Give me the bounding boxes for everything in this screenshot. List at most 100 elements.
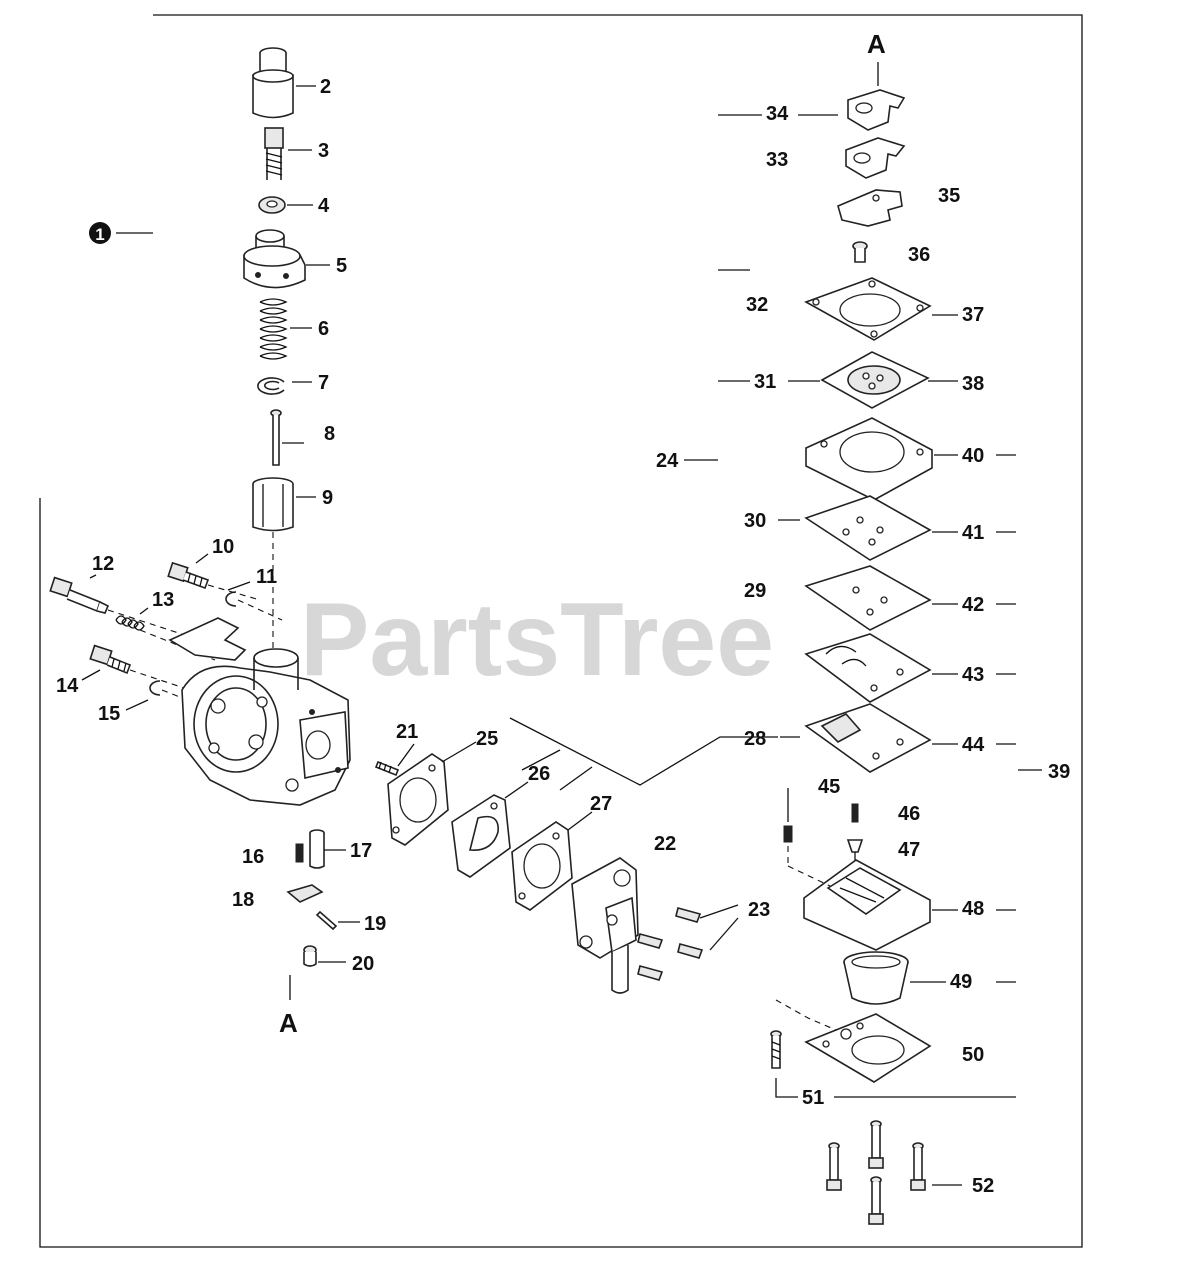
watermark: PartsTree TM — [300, 582, 872, 698]
assembly-marker: 1 — [89, 222, 111, 244]
part-41-gasket — [804, 495, 932, 561]
callout-31: 31 — [754, 371, 776, 393]
part-40-cover — [805, 417, 933, 501]
callout-29: 29 — [744, 580, 766, 602]
part-23-screws — [637, 907, 704, 981]
part-4-nut — [258, 196, 286, 214]
callout-23: 23 — [748, 899, 770, 921]
callout-38: 38 — [962, 373, 984, 395]
part-5-housing — [243, 229, 306, 289]
callout-45: 45 — [818, 776, 840, 798]
callout-50: 50 — [962, 1044, 984, 1066]
callout-8: 8 — [324, 423, 335, 445]
callout-49: 49 — [950, 971, 972, 993]
callout-9: 9 — [322, 487, 333, 509]
callout-26: 26 — [528, 763, 550, 785]
callout-10: 10 — [212, 536, 234, 558]
left-stack-leaders — [116, 85, 330, 498]
callout-39: 39 — [1048, 761, 1070, 783]
part-48-pump-body — [787, 859, 931, 951]
callout-20: 20 — [352, 953, 374, 975]
part-26-diaphragm — [451, 794, 511, 878]
callout-22: 22 — [654, 833, 676, 855]
callout-43: 43 — [962, 664, 984, 686]
part-47-needle — [846, 839, 864, 860]
part-37-gasket — [804, 277, 932, 341]
callout-18: 18 — [232, 889, 254, 911]
part-46-pin — [851, 803, 859, 823]
callout-16: 16 — [242, 846, 264, 868]
part-7-clip — [257, 377, 285, 395]
left-small-leaders — [81, 553, 251, 711]
part-51-screw — [770, 999, 1016, 1098]
assembly-callout-1: 1 — [95, 225, 104, 244]
part-33-plate — [845, 137, 906, 179]
callout-30: 30 — [744, 510, 766, 532]
part-6-spring — [259, 298, 288, 360]
callout-41: 41 — [962, 522, 984, 544]
part-22-pump-cover — [571, 857, 639, 994]
part-38-diaphragm — [820, 351, 930, 409]
section-marks: A A — [279, 29, 886, 1038]
callout-36: 36 — [908, 244, 930, 266]
part-14-screw — [89, 644, 132, 675]
callout-4: 4 — [318, 195, 330, 217]
callout-5: 5 — [336, 255, 347, 277]
callout-35: 35 — [938, 185, 960, 207]
part-19-pin — [315, 910, 338, 931]
part-8-needle — [270, 409, 282, 466]
part-12-screw — [49, 576, 110, 614]
callout-7: 7 — [318, 372, 329, 394]
part-52-screws — [826, 1120, 926, 1225]
callout-51: 51 — [802, 1087, 824, 1109]
callout-3: 3 — [318, 140, 329, 162]
part-16-pin — [295, 843, 304, 863]
part-18-lever — [286, 884, 324, 903]
callout-34: 34 — [766, 103, 789, 125]
callout-48: 48 — [962, 898, 984, 920]
part-11-clip — [225, 591, 237, 607]
part-34-plate — [847, 89, 906, 131]
callout-24: 24 — [656, 450, 679, 472]
section-mark-bottom: A — [279, 1008, 298, 1038]
callout-13: 13 — [152, 589, 174, 611]
callout-12: 12 — [92, 553, 114, 575]
part-50-retainer — [804, 1013, 932, 1083]
callout-28: 28 — [744, 728, 766, 750]
callout-25: 25 — [476, 728, 498, 750]
callout-19: 19 — [364, 913, 386, 935]
section-mark-top: A — [867, 29, 886, 59]
callout-42: 42 — [962, 594, 984, 616]
part-10-screw — [167, 561, 210, 590]
right-column-parts — [770, 62, 1016, 1225]
left-stack-parts — [243, 47, 306, 650]
part-45-pin — [783, 788, 793, 866]
part-27-gasket — [511, 821, 573, 911]
part-49-primer-bulb — [843, 951, 909, 1005]
callout-11: 11 — [256, 566, 277, 588]
callout-32: 32 — [746, 294, 768, 316]
carburetor-body — [168, 617, 351, 806]
callout-46: 46 — [898, 803, 920, 825]
part-17-pin — [309, 829, 325, 869]
callout-40: 40 — [962, 445, 984, 467]
part-35-lever — [837, 189, 903, 227]
diagram-frame — [39, 14, 1083, 1248]
callout-44: 44 — [962, 734, 985, 756]
watermark-text: PartsTree — [300, 582, 774, 698]
callout-6: 6 — [318, 318, 329, 340]
part-25-gasket — [387, 753, 449, 846]
part-13-spring — [115, 615, 145, 631]
callout-27: 27 — [590, 793, 612, 815]
part-44-plate — [804, 703, 932, 773]
gasket-parts — [374, 717, 778, 994]
part-42-plate — [804, 565, 932, 631]
callout-2: 2 — [320, 76, 331, 98]
callout-52: 52 — [972, 1175, 994, 1197]
part-15-clip — [149, 680, 161, 696]
bottom-left-parts — [286, 829, 360, 1000]
callout-17: 17 — [350, 840, 372, 862]
part-43-gasket — [804, 633, 932, 703]
right-column-leaders — [684, 114, 1042, 1186]
part-21-screw — [374, 760, 400, 777]
